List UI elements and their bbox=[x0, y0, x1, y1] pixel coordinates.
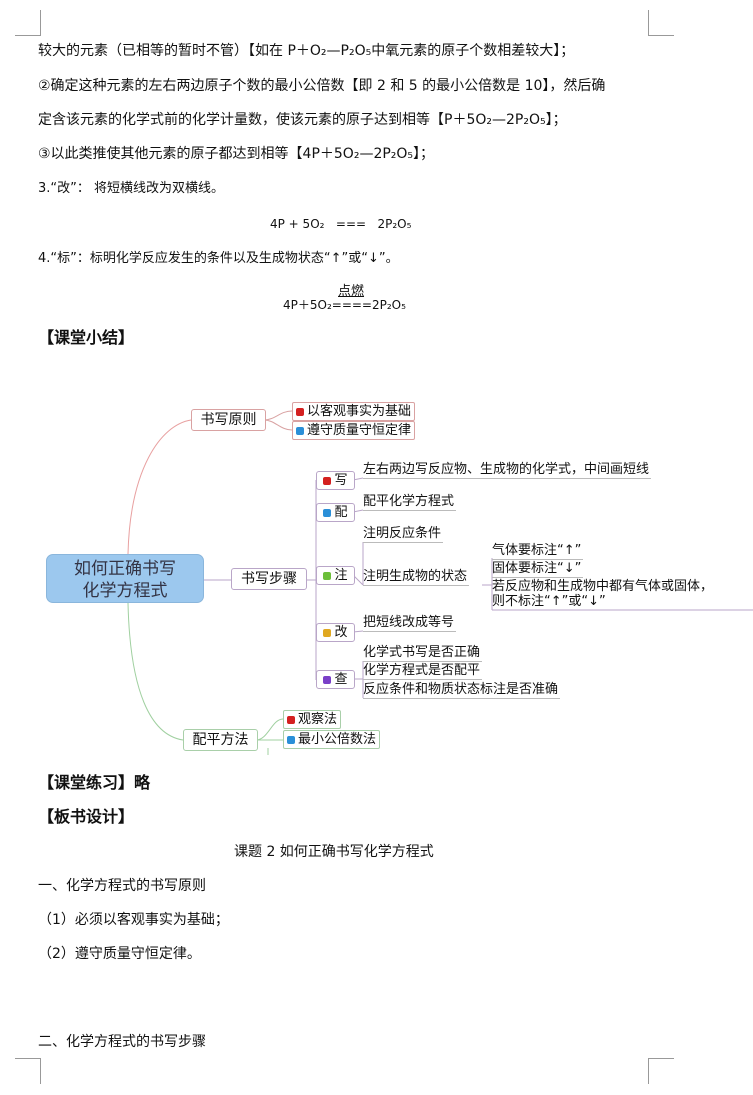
corner-mark bbox=[15, 1058, 41, 1084]
step-label: 查 bbox=[334, 672, 348, 687]
central-line: 如何正确书写 bbox=[74, 559, 176, 579]
paragraph-line: 一、化学方程式的书写原则 bbox=[38, 878, 206, 894]
principle-item: 以客观事实为基础 bbox=[292, 402, 416, 421]
item-label: 最小公倍数法 bbox=[298, 732, 377, 747]
number-2-icon bbox=[296, 426, 304, 435]
paragraph-line: 较大的元素（已相等的暂时不管）【如在 P＋O₂—P₂O₅中氧元素的原子个数相差较… bbox=[38, 43, 575, 59]
paragraph-line: 二、化学方程式的书写步骤 bbox=[38, 1034, 206, 1050]
leaf: 固体要标注“↓” bbox=[492, 561, 584, 578]
principle-item: 遵守质量守恒定律 bbox=[292, 421, 416, 440]
leaf: 把短线改成等号 bbox=[363, 615, 457, 632]
step-balance: 配 bbox=[316, 503, 355, 522]
number-5-icon bbox=[323, 675, 332, 684]
paragraph-line: ②确定这种元素的左右两边原子个数的最小公倍数【即 2 和 5 的最小公倍数是 1… bbox=[38, 78, 606, 94]
leaf: 化学式书写是否正确 bbox=[363, 645, 483, 662]
number-3-icon bbox=[323, 571, 332, 580]
item-label: 遵守质量守恒定律 bbox=[307, 423, 412, 438]
step-label: 改 bbox=[334, 625, 348, 640]
leaf: 注明生成物的状态 bbox=[363, 569, 470, 586]
leaf: 左右两边写反应物、生成物的化学式，中间画短线 bbox=[363, 462, 652, 479]
method-item: 最小公倍数法 bbox=[283, 730, 381, 749]
item-label: 以客观事实为基础 bbox=[307, 404, 412, 419]
equation: 4P + 5O₂ === 2P₂O₅ bbox=[270, 217, 412, 231]
central-line: 化学方程式 bbox=[82, 581, 168, 601]
leaf: 反应条件和物质状态标注是否准确 bbox=[363, 682, 561, 699]
node-steps: 书写步骤 bbox=[231, 568, 307, 590]
number-2-icon bbox=[287, 735, 295, 744]
leaf: 若反应物和生成物中都有气体或固体， bbox=[492, 579, 714, 594]
paragraph-line: 3.“改”： 将短横线改为双横线。 bbox=[38, 181, 225, 196]
step-label: 注 bbox=[334, 568, 348, 583]
board-title: 课题 2 如何正确书写化学方程式 bbox=[234, 844, 434, 860]
corner-mark bbox=[15, 10, 41, 36]
section-heading: 【课堂练习】略 bbox=[38, 773, 151, 792]
paragraph-line: 4.“标”：标明化学反应发生的条件以及生成物状态“↑”或“↓”。 bbox=[38, 251, 399, 266]
mindmap-central-node: 如何正确书写 化学方程式 bbox=[46, 554, 204, 603]
paragraph-line: ③以此类推使其他元素的原子都达到相等【4P＋5O₂—2P₂O₅】； bbox=[38, 146, 435, 162]
section-heading: 【板书设计】 bbox=[38, 807, 135, 826]
step-write: 写 bbox=[316, 471, 355, 490]
paragraph-line: （2）遵守质量守恒定律。 bbox=[38, 946, 201, 962]
leaf: 配平化学方程式 bbox=[363, 494, 457, 511]
leaf: 化学方程式是否配平 bbox=[363, 663, 483, 680]
number-1-icon bbox=[296, 407, 304, 416]
step-check: 查 bbox=[316, 670, 355, 689]
step-change: 改 bbox=[316, 623, 355, 642]
leaf: 则不标注“↑”或“↓” bbox=[492, 594, 606, 609]
number-2-icon bbox=[323, 508, 332, 517]
paragraph-line: （1）必须以客观事实为基础； bbox=[38, 912, 229, 928]
corner-mark bbox=[648, 10, 674, 36]
leaf: 注明反应条件 bbox=[363, 526, 444, 543]
leaf: 气体要标注“↑” bbox=[492, 543, 584, 560]
method-item: 观察法 bbox=[283, 710, 342, 729]
item-label: 观察法 bbox=[298, 712, 338, 727]
step-note: 注 bbox=[316, 566, 355, 585]
corner-mark bbox=[648, 1058, 674, 1084]
step-label: 写 bbox=[334, 473, 348, 488]
number-1-icon bbox=[323, 476, 332, 485]
paragraph-line: 定含该元素的化学式前的化学计量数，使该元素的原子达到相等【P＋5O₂—2P₂O₅… bbox=[38, 112, 567, 128]
node-principles: 书写原则 bbox=[191, 409, 266, 431]
number-1-icon bbox=[287, 715, 295, 724]
equation: 4P＋5O₂====2P₂O₅ bbox=[283, 298, 406, 312]
equation-condition: 点燃 bbox=[338, 284, 365, 299]
section-heading: 【课堂小结】 bbox=[38, 328, 135, 347]
node-methods: 配平方法 bbox=[183, 729, 258, 751]
number-4-icon bbox=[323, 628, 332, 637]
step-label: 配 bbox=[334, 505, 348, 520]
